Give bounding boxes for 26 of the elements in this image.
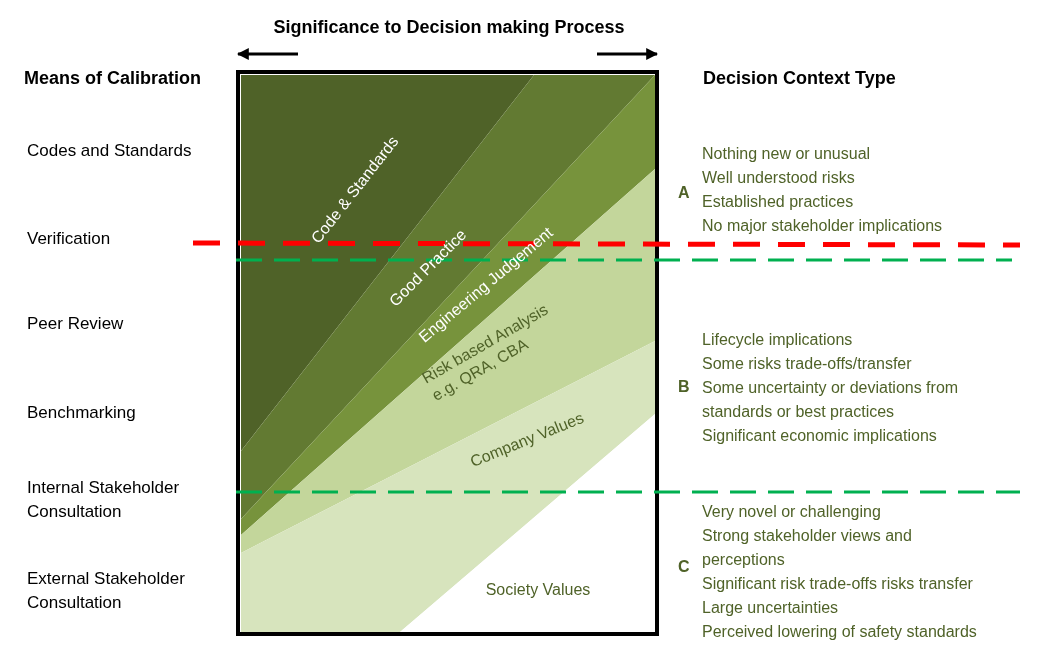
calibration-label: Peer Review — [27, 313, 124, 335]
context-item: Lifecycle implications — [702, 330, 853, 350]
calibration-label: Codes and Standards — [27, 140, 192, 162]
context-item: Significant risk trade-offs risks transfer — [702, 574, 973, 594]
calibration-label: Benchmarking — [27, 402, 136, 424]
column-heading: Decision Context Type — [703, 67, 896, 90]
column-heading: Means of Calibration — [24, 67, 202, 90]
category-letter: A — [678, 183, 690, 203]
context-item: Large uncertainties — [702, 598, 839, 618]
context-item: Perceived lowering of safety standards — [702, 622, 977, 642]
calibration-label: External Stakeholder Consultation — [27, 568, 186, 614]
context-item: Well understood risks — [702, 168, 855, 188]
context-item: Nothing new or unusual — [702, 144, 871, 164]
title: Significance to Decision making Process — [273, 17, 625, 38]
context-item: Established practices — [702, 192, 854, 212]
context-item: Some uncertainty or deviations from standards or best practices — [702, 378, 960, 422]
calibration-label: Internal Stakeholder Consultation — [27, 477, 181, 523]
category-letter: C — [678, 557, 690, 577]
context-item: Significant economic implications — [702, 426, 937, 446]
context-item: No major stakeholder implications — [702, 216, 943, 236]
category-letter: B — [678, 377, 690, 397]
context-item: Very novel or challenging — [702, 502, 881, 522]
context-item: Strong stakeholder views and perceptions — [702, 526, 913, 570]
context-item: Some risks trade-offs/transfer — [702, 354, 912, 374]
band-label: Society Values — [485, 580, 591, 600]
calibration-label: Verification — [27, 228, 111, 250]
